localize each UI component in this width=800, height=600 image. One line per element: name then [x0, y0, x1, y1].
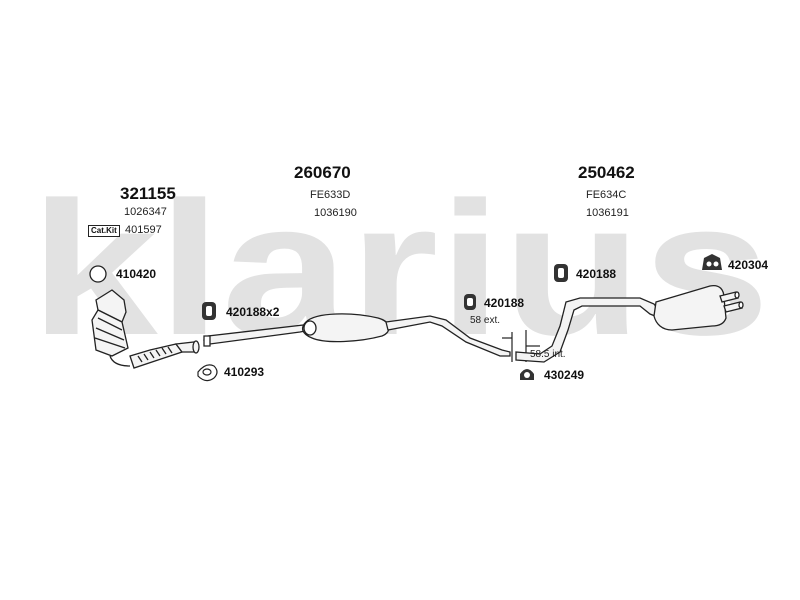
ring-seal-icon — [89, 265, 107, 283]
catalyst-part-number: 321155 — [120, 184, 176, 203]
ext-dimension-note: 58 ext. — [470, 315, 501, 326]
clamp-part-number: 430249 — [544, 368, 585, 382]
flange-gasket-icon — [197, 364, 218, 382]
int-dimension-note: 58.5 int. — [530, 349, 566, 360]
catkit-label: Cat.Kit — [88, 225, 120, 237]
rubber-hanger-icon — [202, 302, 216, 320]
rear-ref-number: 1036191 — [586, 207, 629, 219]
tail-hanger-icon — [702, 254, 722, 270]
rear-code: FE634C — [586, 189, 627, 201]
rear-part-number: 250462 — [578, 163, 635, 182]
catalytic-converter — [91, 289, 200, 369]
catalyst-ref-number: 1026347 — [124, 206, 167, 218]
ring-part-number: 410420 — [116, 267, 157, 281]
middle-part-number: 260670 — [294, 163, 351, 182]
gasket-part-number: 410293 — [224, 365, 265, 379]
hanger-mid-part-number: 420188 — [484, 296, 525, 310]
hanger-x2-part-number: 420188x2 — [226, 305, 280, 319]
clamp-icon — [520, 369, 534, 380]
rubber-hanger-icon — [464, 294, 476, 310]
rear-silencer-section — [515, 284, 744, 363]
rubber-hanger-icon — [554, 264, 568, 282]
hanger-tail-part-number: 420304 — [728, 258, 769, 272]
catkit-number: 401597 — [125, 224, 162, 236]
hanger-rear-part-number: 420188 — [576, 267, 617, 281]
middle-ref-number: 1036190 — [314, 207, 357, 219]
middle-silencer-section — [202, 313, 511, 357]
middle-code: FE633D — [310, 189, 351, 201]
